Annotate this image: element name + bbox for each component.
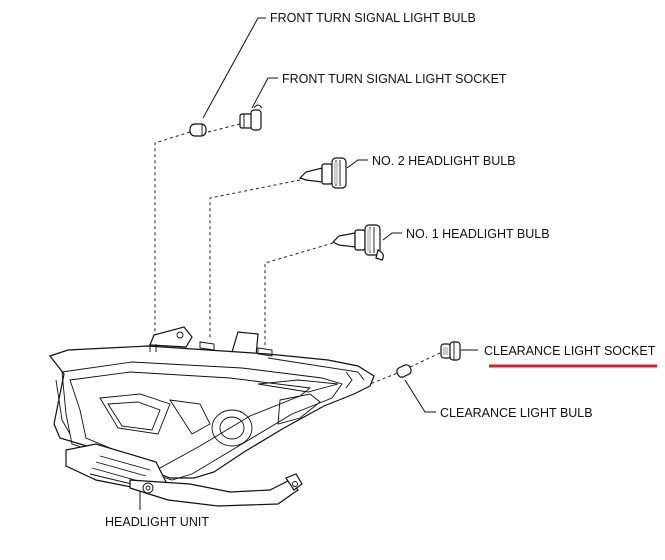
leader-no2-headlight-bulb bbox=[346, 159, 368, 169]
path-front-turn-signal bbox=[154, 131, 191, 335]
path-no2-headlight bbox=[209, 179, 301, 340]
path-front-turn-signal-socket bbox=[207, 123, 241, 133]
path-no1-headlight bbox=[264, 242, 334, 347]
clearance-light-bulb bbox=[396, 364, 412, 378]
leader-clearance-light-bulb bbox=[404, 379, 436, 413]
leader-no1-headlight-bulb bbox=[382, 232, 402, 241]
label-clearance-light-bulb: CLEARANCE LIGHT BULB bbox=[440, 406, 593, 420]
label-no2-headlight-bulb: NO. 2 HEADLIGHT BULB bbox=[372, 154, 516, 168]
clearance-light-socket bbox=[440, 341, 461, 361]
leader-front-turn-signal-socket bbox=[251, 77, 278, 109]
no2-headlight-bulb bbox=[298, 157, 347, 189]
front-turn-signal-light-socket bbox=[239, 104, 263, 131]
label-front-turn-signal-light-socket: FRONT TURN SIGNAL LIGHT SOCKET bbox=[282, 72, 507, 86]
install-path-lines bbox=[154, 123, 441, 387]
front-turn-signal-light-bulb bbox=[189, 123, 207, 137]
label-headlight-unit: HEADLIGHT UNIT bbox=[105, 515, 209, 529]
part-labels: FRONT TURN SIGNAL LIGHT BULB FRONT TURN … bbox=[105, 11, 656, 529]
label-front-turn-signal-light-bulb: FRONT TURN SIGNAL LIGHT BULB bbox=[270, 11, 476, 25]
leader-front-turn-signal-bulb bbox=[202, 17, 266, 119]
label-no1-headlight-bulb: NO. 1 HEADLIGHT BULB bbox=[406, 227, 550, 241]
headlight-unit bbox=[49, 326, 375, 507]
label-clearance-light-socket: CLEARANCE LIGHT SOCKET bbox=[484, 344, 656, 358]
no1-headlight-bulb bbox=[331, 224, 384, 261]
leader-lines bbox=[139, 17, 478, 510]
